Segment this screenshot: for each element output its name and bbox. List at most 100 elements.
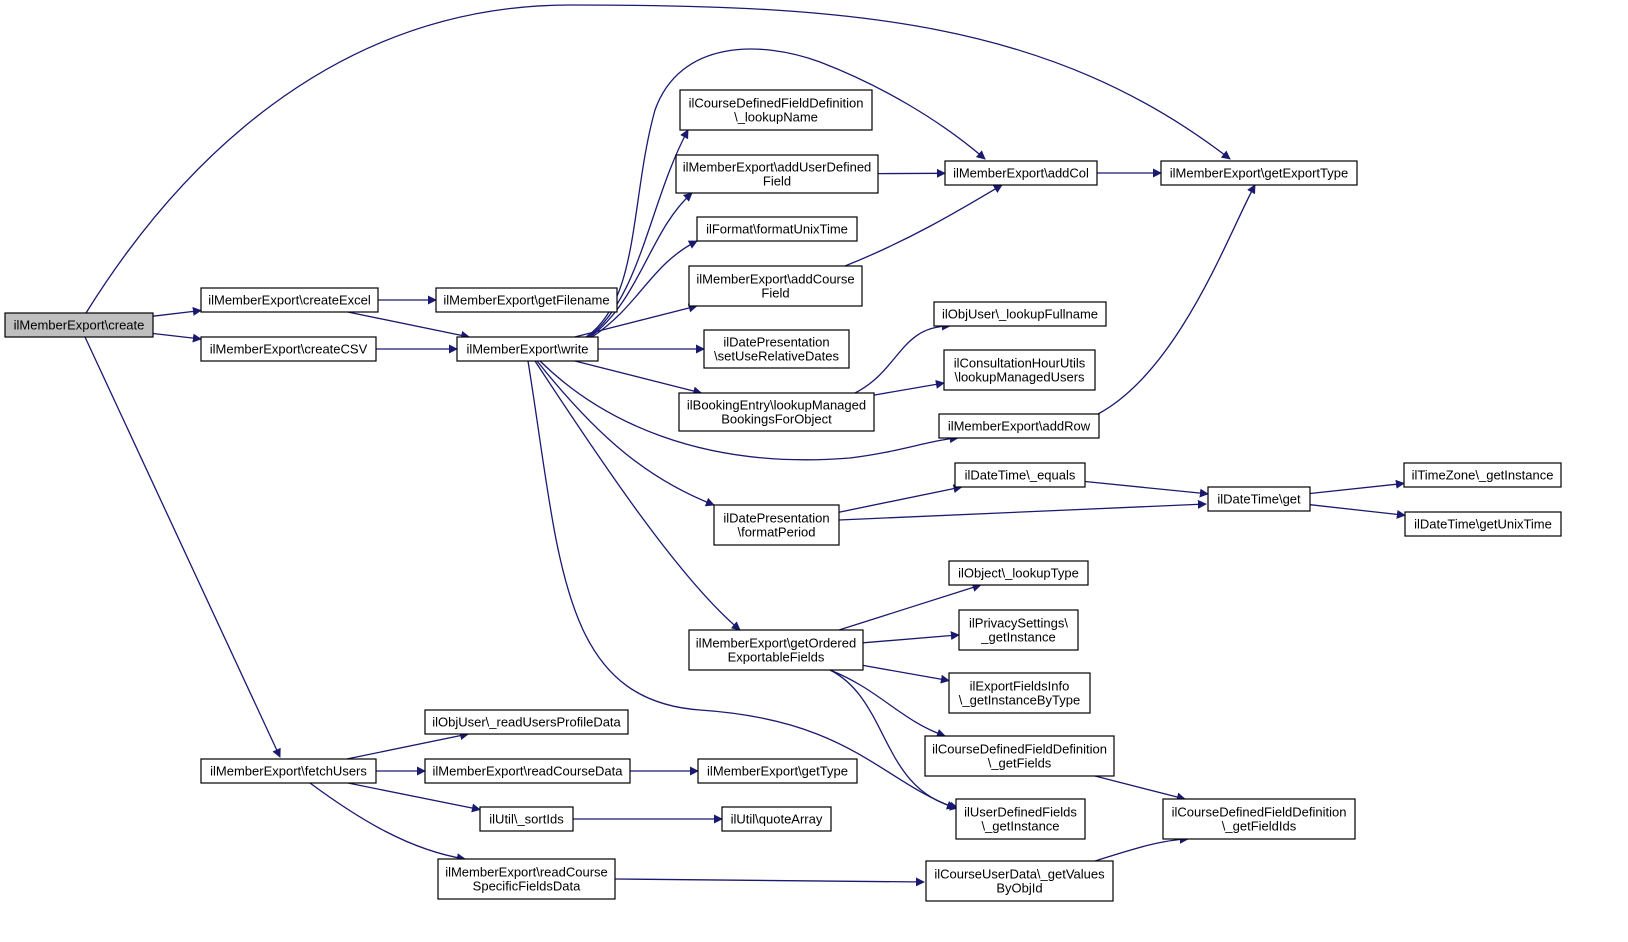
- edge-line: [829, 669, 959, 811]
- node-label: \_lookupName: [734, 110, 818, 125]
- node-box: [944, 160, 1098, 186]
- node-box: [954, 462, 1086, 488]
- node-label: ilCourseDefinedFieldDefinition: [689, 96, 864, 111]
- node-udfGetInstance[interactable]: ilUserDefinedFields\_getInstance: [955, 798, 1086, 840]
- node-box: [703, 329, 850, 369]
- edge-create-to-createExcel: [152, 306, 202, 317]
- edge-line: [152, 306, 202, 317]
- node-lookupManagedBookings[interactable]: ilBookingEntry\lookupManagedBookingsForO…: [678, 392, 875, 432]
- node-createExcel[interactable]: ilMemberExport\createExcel: [200, 287, 379, 313]
- edge-line: [536, 360, 715, 507]
- node-label: ilMemberExport\write: [466, 342, 588, 357]
- node-addRow[interactable]: ilMemberExport\addRow: [938, 413, 1100, 439]
- node-dtGet[interactable]: ilDateTime\get: [1207, 486, 1311, 512]
- node-label: ilDatePresentation: [723, 511, 829, 526]
- node-label: ilMemberExport\addCol: [953, 166, 1089, 181]
- node-label: ilObjUser\_readUsersProfileData: [432, 715, 621, 730]
- edge-line: [534, 360, 741, 631]
- node-lookupType[interactable]: ilObject\_lookupType: [948, 560, 1089, 586]
- node-label: _getInstance: [980, 630, 1055, 645]
- edge-line: [873, 379, 945, 396]
- node-cdfGetFieldIds[interactable]: ilCourseDefinedFieldDefinition\_getField…: [1162, 798, 1356, 840]
- node-getExportType[interactable]: ilMemberExport\getExportType: [1160, 160, 1358, 186]
- edge-line: [1309, 479, 1405, 495]
- edge-line: [574, 360, 703, 396]
- node-getType[interactable]: ilMemberExport\getType: [697, 758, 858, 784]
- node-label: ilCourseUserData\_getValues: [934, 867, 1105, 882]
- edge-getOrderedExportableFields-to-cdfGetFields: [829, 669, 946, 738]
- node-addCol[interactable]: ilMemberExport\addCol: [944, 160, 1098, 186]
- node-label: ilUtil\_sortIds: [489, 812, 564, 827]
- node-box: [924, 735, 1115, 777]
- node-box: [933, 301, 1107, 327]
- node-readCourseData[interactable]: ilMemberExport\readCourseData: [424, 758, 631, 784]
- node-equals[interactable]: ilDateTime\_equals: [954, 462, 1086, 488]
- edge-lookupManagedBookings-to-lookupFullname: [854, 321, 951, 394]
- node-label: ilUserDefinedFields: [964, 805, 1077, 820]
- edge-lookupManagedBookings-to-lookupManagedUsers: [873, 379, 945, 396]
- node-exportFieldsInfo[interactable]: ilExportFieldsInfo\_getInstanceByType: [948, 672, 1091, 714]
- node-box: [955, 798, 1086, 840]
- node-label: ByObjId: [996, 881, 1042, 896]
- node-label: ilMemberExport\addUserDefined: [683, 160, 872, 175]
- node-createCSV[interactable]: ilMemberExport\createCSV: [200, 336, 377, 362]
- node-readCourseSpecificFieldsData[interactable]: ilMemberExport\readCourseSpecificFieldsD…: [437, 858, 616, 900]
- node-box: [688, 629, 864, 671]
- node-box: [435, 287, 618, 313]
- node-box: [713, 504, 840, 546]
- node-label: \_getInstance: [981, 819, 1059, 834]
- node-box: [697, 758, 858, 784]
- edge-line: [844, 184, 1003, 267]
- node-lookupFullname[interactable]: ilObjUser\_lookupFullname: [933, 301, 1107, 327]
- node-label: ilDateTime\_equals: [965, 468, 1076, 483]
- node-tzGetInstance[interactable]: ilTimeZone\_getInstance: [1403, 462, 1562, 488]
- node-box: [948, 672, 1091, 714]
- node-formatUnixTime[interactable]: ilFormat\formatUnixTime: [696, 216, 858, 242]
- edge-write-to-addRow: [539, 360, 959, 461]
- edge-line: [862, 631, 960, 644]
- node-sortIds[interactable]: ilUtil\_sortIds: [479, 806, 574, 832]
- node-cdfGetFields[interactable]: ilCourseDefinedFieldDefinition\_getField…: [924, 735, 1115, 777]
- node-privacyGetInstance[interactable]: ilPrivacySettings\_getInstance: [958, 609, 1079, 651]
- node-label: ilObject\_lookupType: [958, 566, 1079, 581]
- edge-write-to-getOrderedExportableFields: [534, 360, 741, 631]
- node-label: ilCourseDefinedFieldDefinition: [1172, 805, 1347, 820]
- node-getFilename[interactable]: ilMemberExport\getFilename: [435, 287, 618, 313]
- edge-formatPeriod-to-equals: [838, 484, 963, 513]
- node-label: ilDatePresentation: [723, 335, 829, 350]
- node-label: ilMemberExport\getOrdered: [696, 636, 856, 651]
- node-label: ExportableFields: [728, 650, 825, 665]
- node-lookupManagedUsers[interactable]: ilConsultationHourUtils\lookupManagedUse…: [943, 349, 1096, 391]
- edge-create-to-getExportType: [85, 4, 1231, 314]
- edge-line: [838, 484, 963, 513]
- node-create[interactable]: ilMemberExport\create: [4, 312, 154, 338]
- edge-addCourseField-to-addCol: [844, 184, 1003, 267]
- node-box: [424, 758, 631, 784]
- node-formatPeriod[interactable]: ilDatePresentation\formatPeriod: [713, 504, 840, 546]
- node-setUseRelativeDates[interactable]: ilDatePresentation\setUseRelativeDates: [703, 329, 850, 369]
- node-lookupName[interactable]: ilCourseDefinedFieldDefinition\_lookupNa…: [679, 89, 873, 131]
- node-readUsersProfileData[interactable]: ilObjUser\_readUsersProfileData: [424, 709, 629, 735]
- node-box: [1160, 160, 1358, 186]
- node-box: [4, 312, 154, 338]
- node-label: Field: [763, 174, 791, 189]
- node-box: [1404, 511, 1562, 537]
- node-write[interactable]: ilMemberExport\write: [456, 336, 599, 362]
- node-fetchUsers[interactable]: ilMemberExport\fetchUsers: [200, 758, 377, 784]
- edge-line: [862, 664, 950, 684]
- node-box: [437, 858, 616, 900]
- node-box: [1162, 798, 1356, 840]
- node-box: [1403, 462, 1562, 488]
- node-getUnixTime[interactable]: ilDateTime\getUnixTime: [1404, 511, 1562, 537]
- edge-line: [539, 360, 959, 461]
- node-getOrderedExportableFields[interactable]: ilMemberExport\getOrderedExportableField…: [688, 629, 864, 671]
- node-quoteArray[interactable]: ilUtil\quoteArray: [721, 806, 832, 832]
- node-label: \setUseRelativeDates: [714, 349, 839, 364]
- edge-line: [591, 240, 698, 338]
- node-box: [456, 336, 599, 362]
- edge-line: [1094, 775, 1186, 802]
- node-label: ilConsultationHourUtils: [954, 356, 1086, 371]
